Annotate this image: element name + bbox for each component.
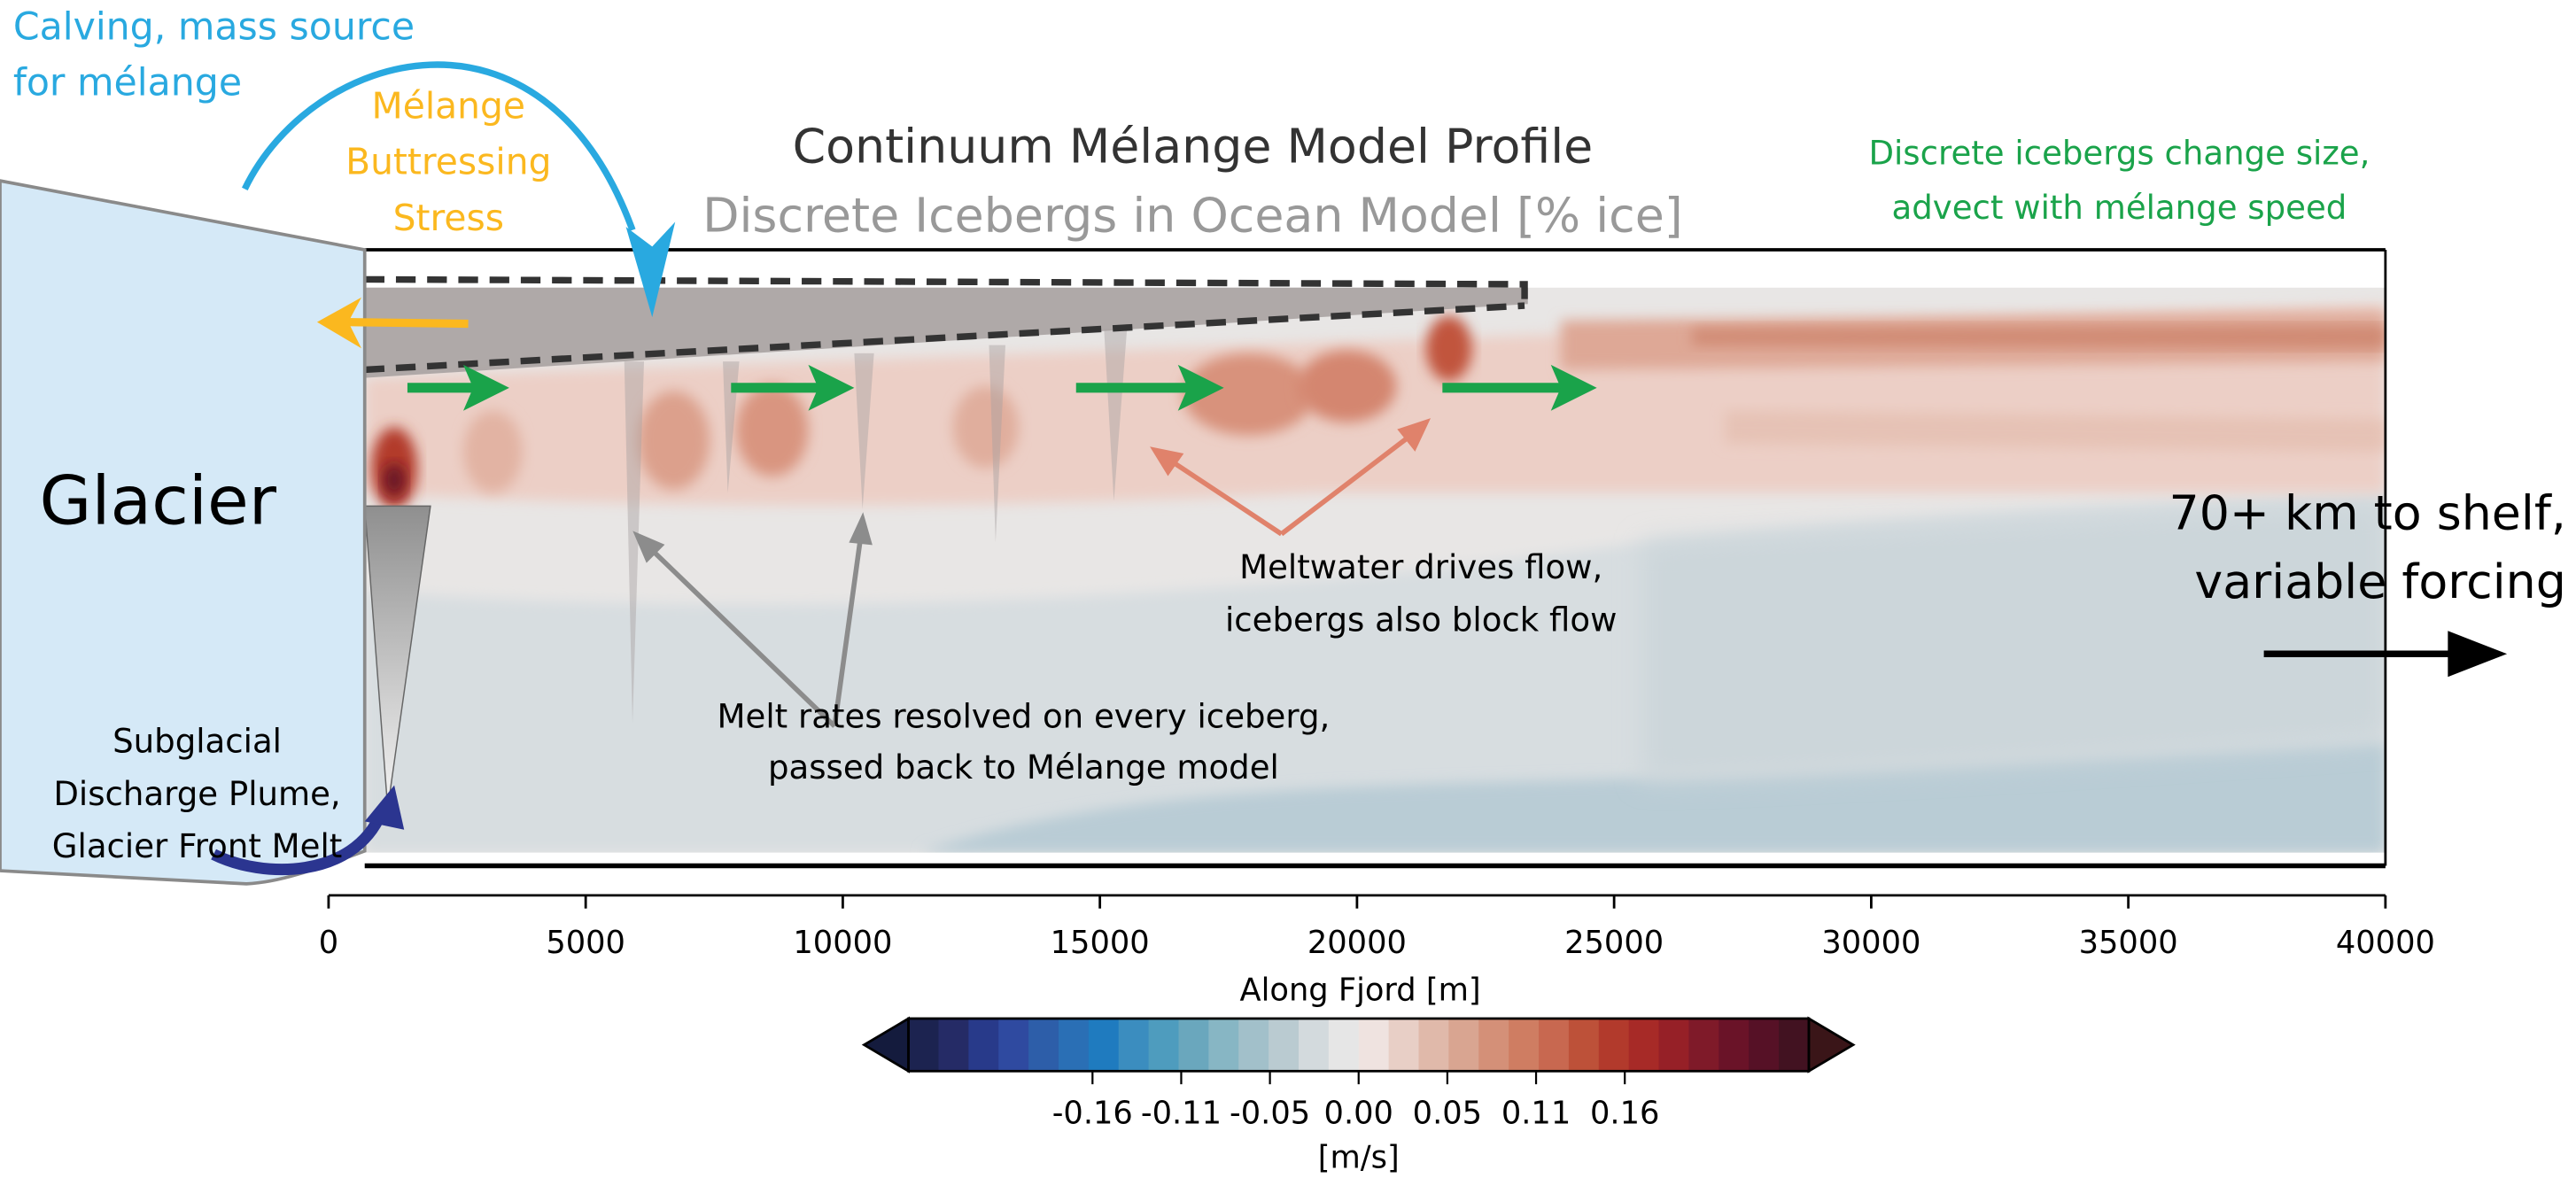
colorbar-segment xyxy=(968,1018,1000,1072)
advection-arrow-head xyxy=(808,364,855,411)
advection-arrow-head xyxy=(1550,364,1597,411)
buttressing-label-line: Stress xyxy=(393,197,504,239)
buttressing-label-line: Buttressing xyxy=(345,141,551,183)
calving-label-line: for mélange xyxy=(13,61,242,105)
meltwater-label: Meltwater drives flow, icebergs also blo… xyxy=(1225,548,1617,639)
colorbar-segment xyxy=(1478,1018,1510,1072)
advection-arrow-head xyxy=(462,364,509,411)
colorbar-tick-label: -0.11 xyxy=(1141,1096,1222,1132)
buttressing-arrow xyxy=(316,297,469,349)
glacier-label: Glacier xyxy=(40,461,277,540)
meltwater-label-line: Meltwater drives flow, xyxy=(1239,548,1602,586)
calving-label: Calving, mass source for mélange xyxy=(13,5,415,105)
advection-arrows xyxy=(407,364,1597,411)
melt-rates-label-line: passed back to Mélange model xyxy=(768,748,1279,787)
melt-rates-label-line: Melt rates resolved on every iceberg, xyxy=(718,698,1331,736)
colorbar-extend-low xyxy=(861,1016,910,1073)
shelf-label-line: 70+ km to shelf, xyxy=(2169,484,2566,540)
x-tick-label: 10000 xyxy=(793,925,892,961)
x-tick-label: 15000 xyxy=(1051,925,1150,961)
colorbar-segment xyxy=(1088,1018,1120,1072)
calving-arrow xyxy=(241,61,676,318)
colorbar-segment xyxy=(1509,1018,1540,1072)
x-axis-label: Along Fjord [m] xyxy=(1240,973,1481,1009)
colorbar-segment xyxy=(1208,1018,1240,1072)
melt-rates-label: Melt rates resolved on every iceberg, pa… xyxy=(718,698,1331,787)
colorbar-segment xyxy=(1269,1018,1300,1072)
x-tick-label: 25000 xyxy=(1564,925,1664,961)
discharge-plume-arrow xyxy=(211,785,405,876)
buttressing-label: Mélange Buttressing Stress xyxy=(345,85,551,239)
plume-label-line: Discharge Plume, xyxy=(53,775,340,813)
shelf-label: 70+ km to shelf, variable forcing xyxy=(2169,484,2566,609)
colorbar-segment xyxy=(1628,1018,1660,1072)
colorbar-segment xyxy=(1539,1018,1570,1072)
x-tick-label: 40000 xyxy=(2336,925,2435,961)
x-tick-label: 20000 xyxy=(1307,925,1407,961)
colorbar-segment xyxy=(1719,1018,1750,1072)
colorbar-segment xyxy=(1148,1018,1180,1072)
colorbar-tick-label: -0.05 xyxy=(1230,1096,1310,1132)
colorbar-segment xyxy=(1448,1018,1480,1072)
discrete-label: Discrete icebergs change size, advect wi… xyxy=(1868,135,2370,227)
colorbar-tick-label: 0.16 xyxy=(1590,1096,1659,1132)
colorbar-segment xyxy=(1598,1018,1630,1072)
colorbar-segment xyxy=(1749,1018,1780,1072)
colorbar-tick-label: 0.05 xyxy=(1413,1096,1482,1132)
melt-rate-pointer-arrows xyxy=(632,512,873,728)
colorbar-segment xyxy=(1358,1018,1390,1072)
colorbar-tick-label: -0.16 xyxy=(1052,1096,1133,1132)
advection-arrow-head xyxy=(1177,364,1224,411)
x-tick-label: 30000 xyxy=(1821,925,1920,961)
colorbar-segment xyxy=(1028,1018,1059,1072)
colorbar-segment xyxy=(1658,1018,1690,1072)
colorbar-segment xyxy=(1418,1018,1450,1072)
colorbar-segment xyxy=(1118,1018,1150,1072)
x-axis: 0 5000 10000 15000 20000 25000 30000 35000 40000 xyxy=(319,894,2435,961)
colorbar-segment xyxy=(998,1018,1030,1072)
discrete-label-line: Discrete icebergs change size, xyxy=(1868,135,2370,173)
colorbar-extend-high xyxy=(1807,1016,1856,1073)
colorbar-tick-label: 0.11 xyxy=(1501,1096,1571,1132)
plume-label: Subglacial Discharge Plume, Glacier Fron… xyxy=(52,723,343,866)
colorbar-unit-label: [m/s] xyxy=(1318,1140,1400,1176)
colorbar-segment xyxy=(1058,1018,1090,1072)
x-tick-label: 35000 xyxy=(2079,925,2178,961)
colorbar-segment xyxy=(1388,1018,1420,1072)
colorbar-segment xyxy=(908,1018,940,1072)
x-tick-label: 0 xyxy=(319,925,338,961)
plume-label-line: Subglacial xyxy=(113,723,282,761)
plume-wedge xyxy=(364,505,431,809)
discrete-label-line: advect with mélange speed xyxy=(1892,189,2347,227)
shelf-label-line: variable forcing xyxy=(2194,554,2565,609)
meltwater-pointer-arrows xyxy=(1150,418,1432,537)
ocean-velocity-field xyxy=(364,287,2386,853)
calving-label-line: Calving, mass source xyxy=(13,5,415,50)
plot-frame xyxy=(364,248,2387,869)
plume-label-line: Glacier Front Melt xyxy=(52,827,343,865)
colorbar-segment xyxy=(1298,1018,1330,1072)
buttressing-label-line: Mélange xyxy=(372,85,526,128)
colorbar-segment xyxy=(1178,1018,1210,1072)
to-shelf-arrow xyxy=(2263,631,2508,678)
colorbar-segment xyxy=(1779,1018,1810,1072)
figure-subtitle: Discrete Icebergs in Ocean Model [% ice] xyxy=(702,188,1683,244)
melange-dashed-boundary xyxy=(364,275,1528,374)
colorbar-tick-label: 0.00 xyxy=(1324,1096,1393,1132)
colorbar: -0.16-0.11-0.05 0.00 0.05 0.11 0.16 xyxy=(861,1016,1856,1132)
figure-title: Continuum Mélange Model Profile xyxy=(793,119,1594,174)
colorbar-segment xyxy=(1328,1018,1360,1072)
meltwater-label-line: icebergs also block flow xyxy=(1225,601,1617,639)
colorbar-segment xyxy=(938,1018,970,1072)
x-tick-label: 5000 xyxy=(546,925,625,961)
colorbar-segment xyxy=(1688,1018,1720,1072)
colorbar-segment xyxy=(1238,1018,1270,1072)
colorbar-segment xyxy=(1568,1018,1600,1072)
